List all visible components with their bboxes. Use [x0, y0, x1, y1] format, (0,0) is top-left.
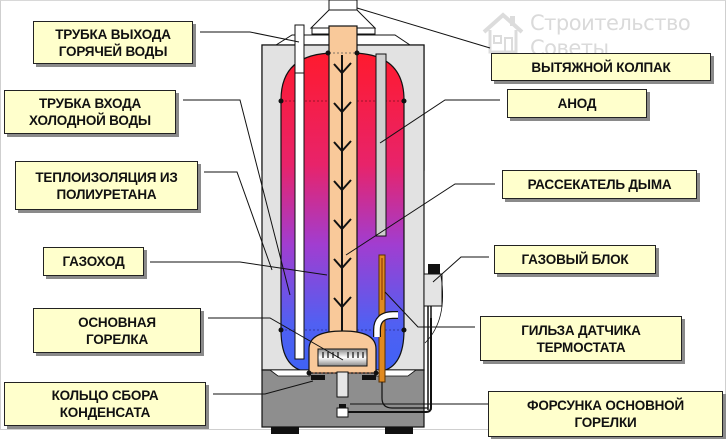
- label-smoke-diffuser: РАССЕКАТЕЛЬ ДЫМА: [502, 170, 697, 199]
- gas-block: [423, 264, 444, 410]
- label-condensate-ring: КОЛЬЦО СБОРА КОНДЕНСАТА: [4, 382, 206, 426]
- label-exhaust-hood: ВЫТЯЖНОЙ КОЛПАК: [491, 53, 711, 81]
- house-icon: [482, 12, 524, 54]
- label-flue: ГАЗОХОД: [43, 247, 144, 276]
- label-main-burner: ОСНОВНАЯ ГОРЕЛКА: [33, 308, 201, 353]
- cold-water-pipe: [294, 72, 305, 360]
- label-anode: АНОД: [507, 89, 647, 118]
- label-thermostat-sleeve: ГИЛЬЗА ДАТЧИКА ТЕРМОСТАТА: [480, 316, 682, 361]
- anode: [375, 53, 387, 237]
- diagram-frame: [0, 0, 726, 430]
- label-burner-nozzle: ФОРСУНКА ОСНОВНОЙ ГОРЕЛКИ: [488, 391, 723, 437]
- label-insulation: ТЕПЛОИЗОЛЯЦИЯ ИЗ ПОЛИУРЕТАНА: [15, 161, 198, 210]
- label-gas-block: ГАЗОВЫЙ БЛОК: [494, 245, 656, 274]
- smoke-diffuser: [333, 55, 352, 332]
- label-hot-water-outlet: ТРУБКА ВЫХОДА ГОРЯЧЕЙ ВОДЫ: [33, 21, 193, 64]
- main-burner: [306, 330, 379, 398]
- hot-water-pipe: [294, 24, 305, 74]
- leader-lines: [150, 7, 500, 405]
- label-cold-water-inlet: ТРУБКА ВХОДА ХОЛОДНОЙ ВОДЫ: [4, 90, 176, 134]
- watermark-line1: Строительство: [530, 11, 691, 35]
